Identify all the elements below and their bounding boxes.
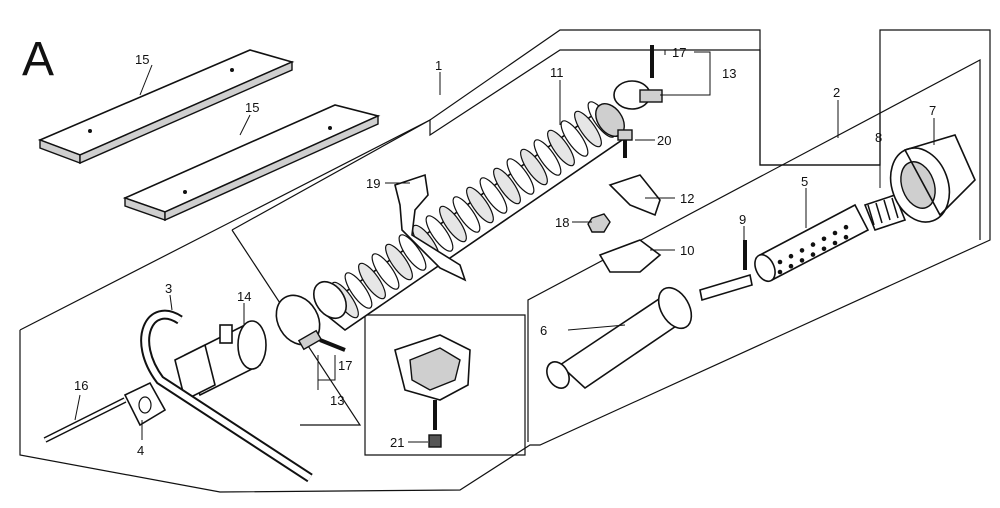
callout-18: 18 [555, 215, 569, 230]
hose-rib [466, 186, 494, 224]
hose-clamp-13-upper [613, 45, 663, 110]
hose-rib [493, 167, 521, 205]
hose-rib [358, 262, 386, 300]
element-perforation [810, 242, 816, 247]
callout-7: 7 [929, 103, 936, 118]
section-letter: A [22, 33, 54, 86]
spring-8 [863, 194, 907, 231]
element-perforation [821, 246, 827, 252]
hose-rib [344, 272, 373, 309]
callout-labels: 1 2 3 4 5 6 7 8 9 10 11 12 13 13 14 15 1… [74, 45, 936, 458]
hose-rib [439, 205, 467, 243]
bracket-10 [598, 239, 662, 273]
hose-rib [452, 196, 481, 233]
callout-11: 11 [550, 65, 564, 80]
callout-3: 3 [165, 281, 172, 296]
callout-13-upper: 13 [722, 66, 736, 81]
callout-2: 2 [833, 85, 840, 100]
nut-18 [587, 213, 611, 233]
element-perforation [788, 263, 794, 269]
cleaner-case-6 [546, 286, 693, 390]
hose-bracket-19 [394, 173, 467, 282]
callout-9: 9 [739, 212, 746, 227]
plate-15-upper [37, 49, 295, 165]
callout-14: 14 [237, 289, 251, 304]
hose-clamp-13-lower [275, 294, 346, 352]
hose-rib [425, 215, 454, 252]
element-perforation [799, 248, 805, 253]
hose-rib [533, 139, 562, 176]
hose-rib [479, 177, 508, 214]
callout-21: 21 [390, 435, 404, 450]
hose-rib [385, 243, 413, 281]
group-frame-cleaner [527, 59, 981, 442]
element-perforation [799, 258, 805, 263]
callout-17-upper: 17 [672, 45, 686, 60]
callout-12: 12 [680, 191, 694, 206]
element-perforation [843, 224, 849, 230]
callout-19: 19 [366, 176, 380, 191]
bolt-20 [617, 129, 633, 158]
callout-5: 5 [801, 174, 808, 189]
bolt-9 [699, 240, 753, 302]
carburetor [394, 334, 471, 448]
cover-cap-7 [889, 134, 976, 223]
callout-10: 10 [680, 243, 694, 258]
element-perforation [788, 253, 794, 259]
group-frame-lower [231, 229, 362, 426]
breather-tube-3 [140, 309, 313, 483]
callout-6: 6 [540, 323, 547, 338]
element-perforation [777, 269, 783, 275]
leader-lines [74, 49, 935, 443]
element-perforation [843, 234, 849, 240]
hose-rib [560, 120, 589, 157]
callout-1: 1 [435, 58, 442, 73]
group-frame-main [19, 29, 991, 493]
gasket-4 [123, 381, 167, 427]
callout-13-lower: 13 [330, 393, 344, 408]
hose-rib [398, 234, 427, 271]
element-perforation [832, 240, 838, 246]
corrugated-hose-11 [312, 101, 625, 331]
hose-rib [506, 158, 535, 195]
element-perforation [832, 230, 838, 236]
stud-16 [43, 397, 127, 443]
hose-rib [520, 148, 548, 186]
bracket-12 [608, 174, 661, 217]
hose-rib [547, 129, 575, 167]
filter-element-5 [754, 203, 870, 283]
element-perforation [810, 252, 816, 257]
callout-8: 8 [875, 130, 882, 145]
element-perforation [821, 236, 827, 242]
element-perforation [777, 259, 783, 265]
hose-rib [574, 110, 602, 148]
callout-15-lower: 15 [245, 100, 259, 115]
group-frame-carb [364, 314, 526, 456]
callout-4: 4 [137, 443, 144, 458]
callout-16: 16 [74, 378, 88, 393]
hose-rib [371, 253, 400, 290]
callout-17-lower: 17 [338, 358, 352, 373]
plate-15-lower [122, 104, 381, 222]
callout-20: 20 [657, 133, 671, 148]
intake-elbow-14 [174, 320, 267, 402]
callout-15-upper: 15 [135, 52, 149, 67]
